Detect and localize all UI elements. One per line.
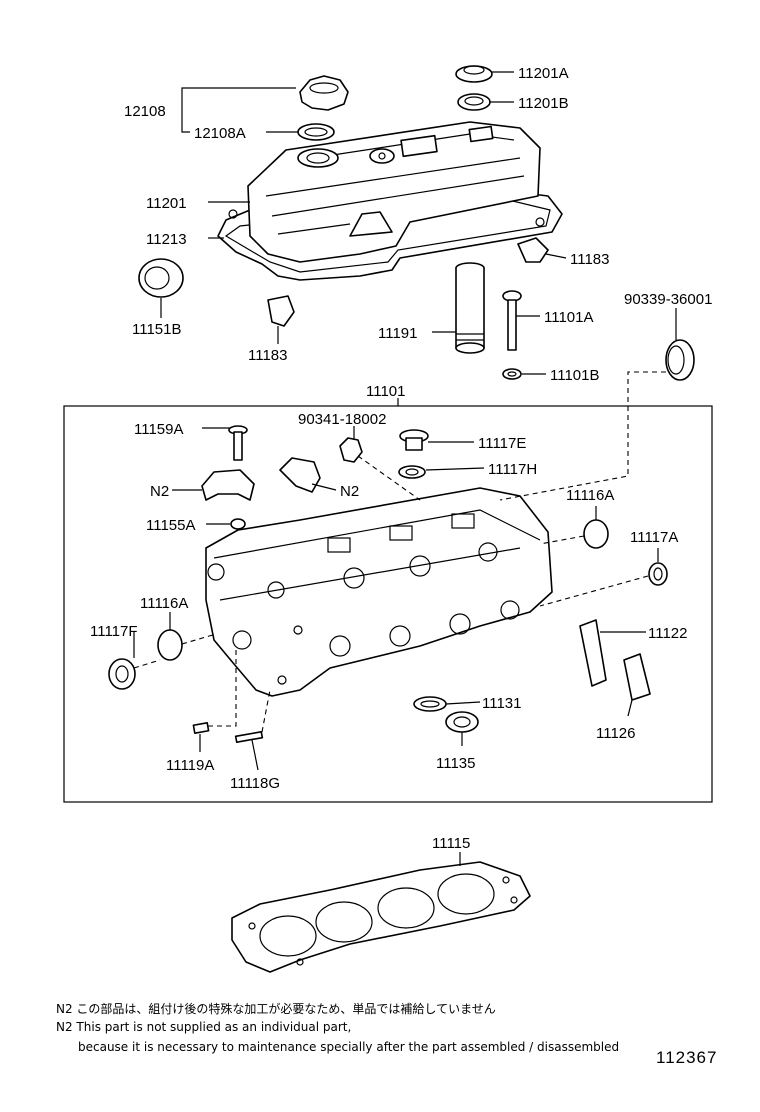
label-11115: 11115: [432, 835, 470, 852]
label-11118g: 11118G: [230, 775, 280, 792]
label-11191: 11191: [378, 325, 418, 342]
note-en-line1: N2 This part is not supplied as an indiv…: [56, 1020, 352, 1034]
bearing-cap-bolt: [228, 425, 248, 461]
label-11117f: 11117F: [90, 623, 138, 640]
label-11131: 11131: [482, 695, 522, 712]
note-jp: N2 この部品は、組付け後の特殊な加工が必要なため、単品では補給していません: [56, 1002, 496, 1016]
camshaft-bearing-cap-right: [279, 457, 321, 493]
ring-dowel-pin: [192, 722, 210, 734]
label-11201b: 11201B: [518, 95, 569, 112]
label-11116a-left: 11116A: [140, 595, 188, 612]
plug-tube-gasket: [413, 696, 447, 712]
semi-circular-plug-left: [267, 295, 295, 327]
assembly-dashed-lines: [133, 371, 666, 733]
label-12108a: 12108A: [194, 125, 246, 142]
label-11116a-right: 11116A: [566, 487, 614, 504]
cylinder-head-cover: [217, 121, 563, 281]
spark-plug-tube: [455, 262, 485, 354]
label-90339-36001: 90339-36001: [624, 291, 712, 308]
camshaft-oil-seal: [138, 258, 184, 298]
label-11135: 11135: [436, 755, 476, 772]
label-12108: 12108: [124, 103, 166, 120]
expansion-plug-right: [583, 519, 609, 549]
union-fitting: [339, 437, 363, 463]
plug-gasket: [398, 465, 426, 479]
leader-lines: [133, 71, 677, 866]
label-11159a: 11159A: [134, 421, 184, 438]
cover-grommet-upper: [455, 65, 493, 83]
taper-screw-plug: [399, 429, 429, 451]
exhaust-valve-guide: [623, 653, 651, 701]
reference-number: 112367: [656, 1048, 718, 1067]
straight-pin: [230, 518, 246, 530]
label-11101b: 11101B: [550, 367, 600, 384]
label-11201: 11201: [146, 195, 187, 212]
plug-tube-seal: [445, 711, 479, 733]
label-11122: 11122: [648, 625, 688, 642]
camshaft-bearing-cap-left: [201, 469, 255, 501]
note-en-line2: because it is necessary to maintenance s…: [78, 1040, 620, 1054]
label-n2-right: N2: [340, 483, 359, 500]
label-11183-right: 11183: [570, 251, 610, 268]
intake-valve-guide: [579, 619, 607, 687]
oil-filler-cap: [299, 75, 349, 111]
label-11117e: 11117E: [478, 435, 526, 452]
label-11201a: 11201A: [518, 65, 569, 82]
label-11101: 11101: [366, 383, 406, 400]
label-11119a: 11119A: [166, 757, 214, 774]
label-11183-left: 11183: [248, 347, 288, 364]
label-11151b: 11151B: [132, 321, 182, 338]
label-11101a: 11101A: [544, 309, 594, 326]
head-bolt-washer: [502, 368, 522, 380]
cylinder-head-gasket: [231, 861, 531, 973]
part-labels: 12108 12108A 11201A 11201B 11201 11213 1…: [90, 65, 712, 852]
cylinder-head: [205, 487, 553, 697]
expansion-plug-left: [157, 629, 183, 661]
straight-dowel-pin: [234, 730, 264, 744]
semi-circular-plug-right: [517, 237, 549, 263]
label-11155a: 11155A: [146, 517, 196, 534]
cover-grommet-lower: [457, 93, 491, 111]
cylinder-head-subassembly-frame: [63, 405, 713, 803]
threaded-plug-left: [108, 658, 136, 690]
label-90341-18002: 90341-18002: [298, 411, 386, 428]
label-11117a: 11117A: [630, 529, 678, 546]
threaded-plug-right: [648, 562, 668, 586]
head-bolt: [502, 290, 522, 351]
label-11213: 11213: [146, 231, 187, 248]
label-11117h: 11117H: [488, 461, 537, 478]
label-11126: 11126: [596, 725, 636, 742]
oil-filler-gasket: [297, 123, 335, 141]
cylinder-head-plug: [665, 339, 695, 381]
label-n2-left: N2: [150, 483, 169, 500]
